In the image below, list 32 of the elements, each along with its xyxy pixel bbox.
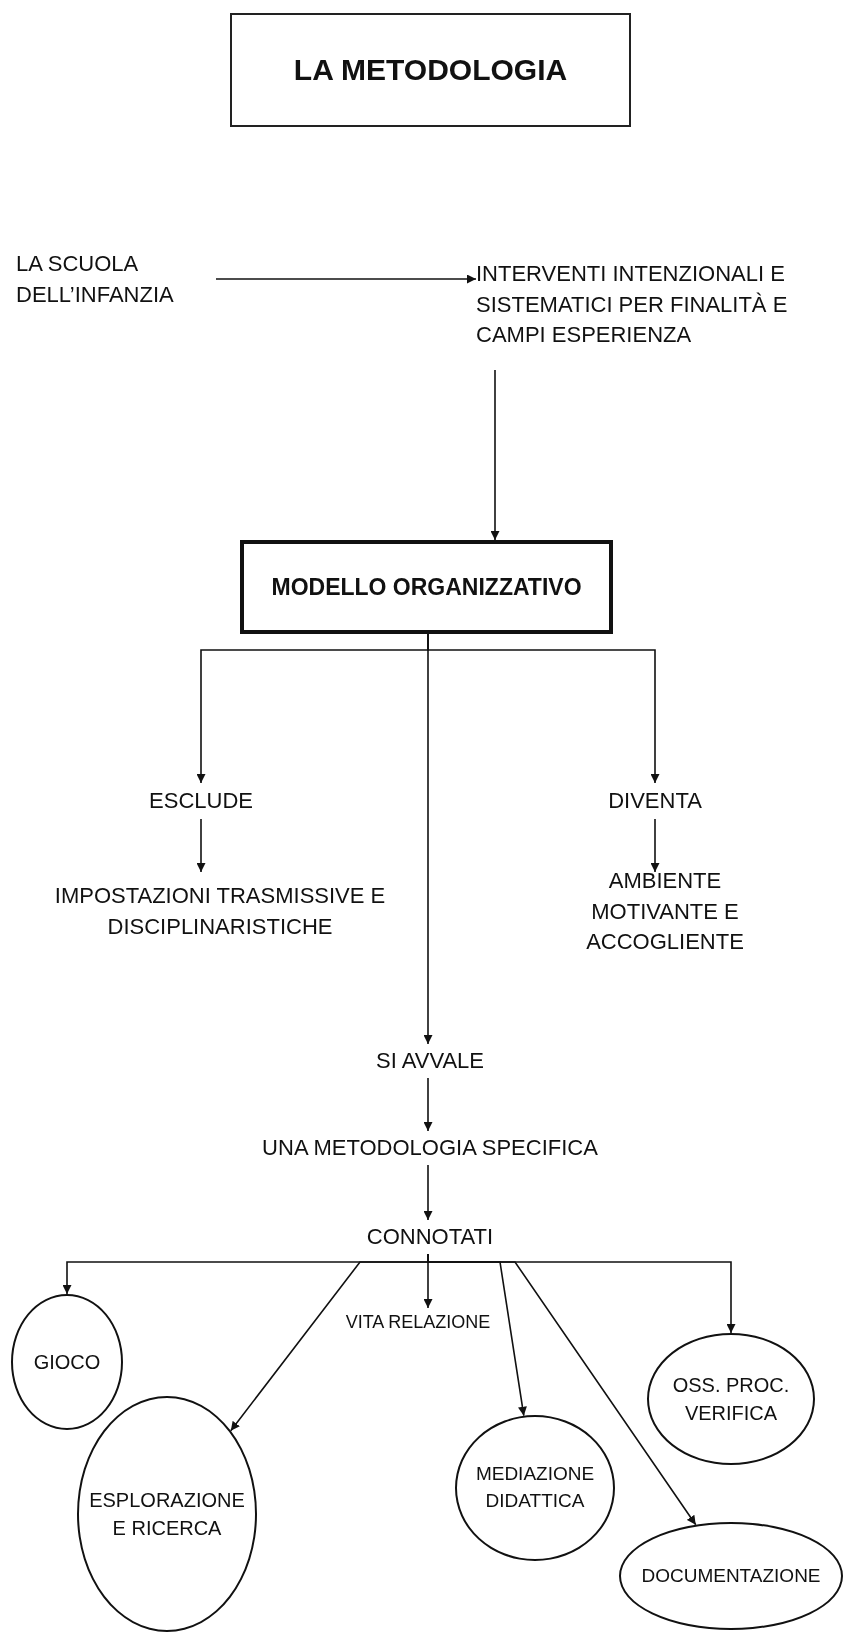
node-label: IMPOSTAZIONI TRASMISSIVE E DISCIPLINARISTICHE — [53, 882, 387, 941]
ellipse-node — [619, 1522, 843, 1630]
arrow — [196, 818, 206, 873]
node-label: GIOCO — [33, 1350, 101, 1375]
arrow — [423, 633, 433, 1045]
arrow — [650, 818, 660, 873]
arrow — [427, 1253, 697, 1526]
arrow — [423, 1077, 433, 1132]
node-label: INTERVENTI INTENZIONALI E SISTEMATICI PER FINALITÀ E CAMPI ESPERIENZA — [476, 259, 789, 350]
node-label: ESPLORAZIONE E RICERCA — [88, 1488, 246, 1541]
node-label: AMBIENTE MOTIVANTE E ACCOGLIENTE — [585, 866, 745, 957]
ellipse-node — [77, 1396, 257, 1632]
ellipse-node — [647, 1333, 815, 1465]
node-label: DOCUMENTAZIONE — [641, 1563, 821, 1588]
node-label: MODELLO ORGANIZZATIVO — [271, 572, 582, 602]
node-label: UNA METODOLOGIA SPECIFICA — [262, 1133, 598, 1162]
node-label: SI AVVALE — [376, 1046, 484, 1075]
node-label: VITA RELAZIONE — [345, 1311, 491, 1335]
process-box — [240, 540, 613, 634]
node-label: ESCLUDE — [149, 786, 253, 815]
title-box — [230, 13, 631, 127]
arrow — [490, 369, 500, 541]
node-label: CONNOTATI — [366, 1222, 494, 1251]
arrow — [215, 274, 477, 284]
ellipse-node — [11, 1294, 123, 1430]
node-label: OSS. PROC. VERIFICA — [671, 1373, 791, 1426]
arrow — [423, 1164, 433, 1221]
node-label: LA SCUOLA DELL’INFANZIA — [16, 250, 175, 309]
ellipse-node — [455, 1415, 615, 1561]
title-text: LA METODOLOGIA — [293, 52, 568, 88]
node-label: MEDIAZIONE DIDATTICA — [474, 1462, 596, 1513]
node-label: DIVENTA — [608, 786, 702, 815]
